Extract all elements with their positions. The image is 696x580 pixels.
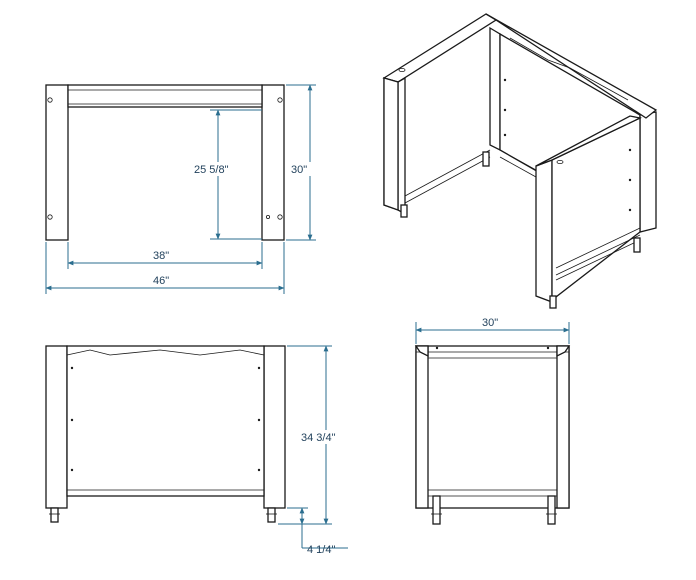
- dim-label-inner-width: 38": [153, 250, 169, 262]
- top-view-right-panel: [261, 84, 285, 241]
- dim-label-overall-width: 46": [153, 275, 169, 287]
- top-view-left-panel: [45, 84, 69, 241]
- dimension-inner-width: 38": [67, 242, 263, 269]
- iso-back-panel: [489, 26, 501, 152]
- dimension-inner-depth: 25 5/8": [193, 109, 262, 240]
- side-view-frame: [415, 345, 570, 509]
- front-view-left-panel: [45, 345, 68, 509]
- front-view: 34 3/4" 4 1/4": [45, 345, 348, 556]
- top-view: 25 5/8" 30" 38" 46": [45, 84, 316, 294]
- dimension-side-depth: 30": [415, 317, 570, 344]
- front-view-back-panel: [66, 345, 265, 497]
- dim-label-inner-depth: 25 5/8": [194, 164, 229, 176]
- isometric-view: [382, 13, 658, 309]
- dimension-overall-height: 34 3/4": [278, 345, 346, 525]
- dim-label-leg-height: 4 1/4": [307, 544, 335, 556]
- dimension-overall-width: 46": [45, 242, 285, 294]
- iso-right-panel: [535, 159, 553, 303]
- dim-label-overall-depth: 30": [291, 164, 307, 176]
- dim-label-side-depth: 30": [482, 317, 498, 329]
- top-view-back-rail: [67, 84, 263, 108]
- front-view-right-panel: [263, 345, 286, 509]
- side-view: 30": [414, 317, 571, 525]
- dimension-overall-depth: 30": [286, 84, 316, 241]
- dimension-leg-height: 4 1/4": [287, 507, 348, 556]
- dim-label-overall-height: 34 3/4": [301, 432, 336, 444]
